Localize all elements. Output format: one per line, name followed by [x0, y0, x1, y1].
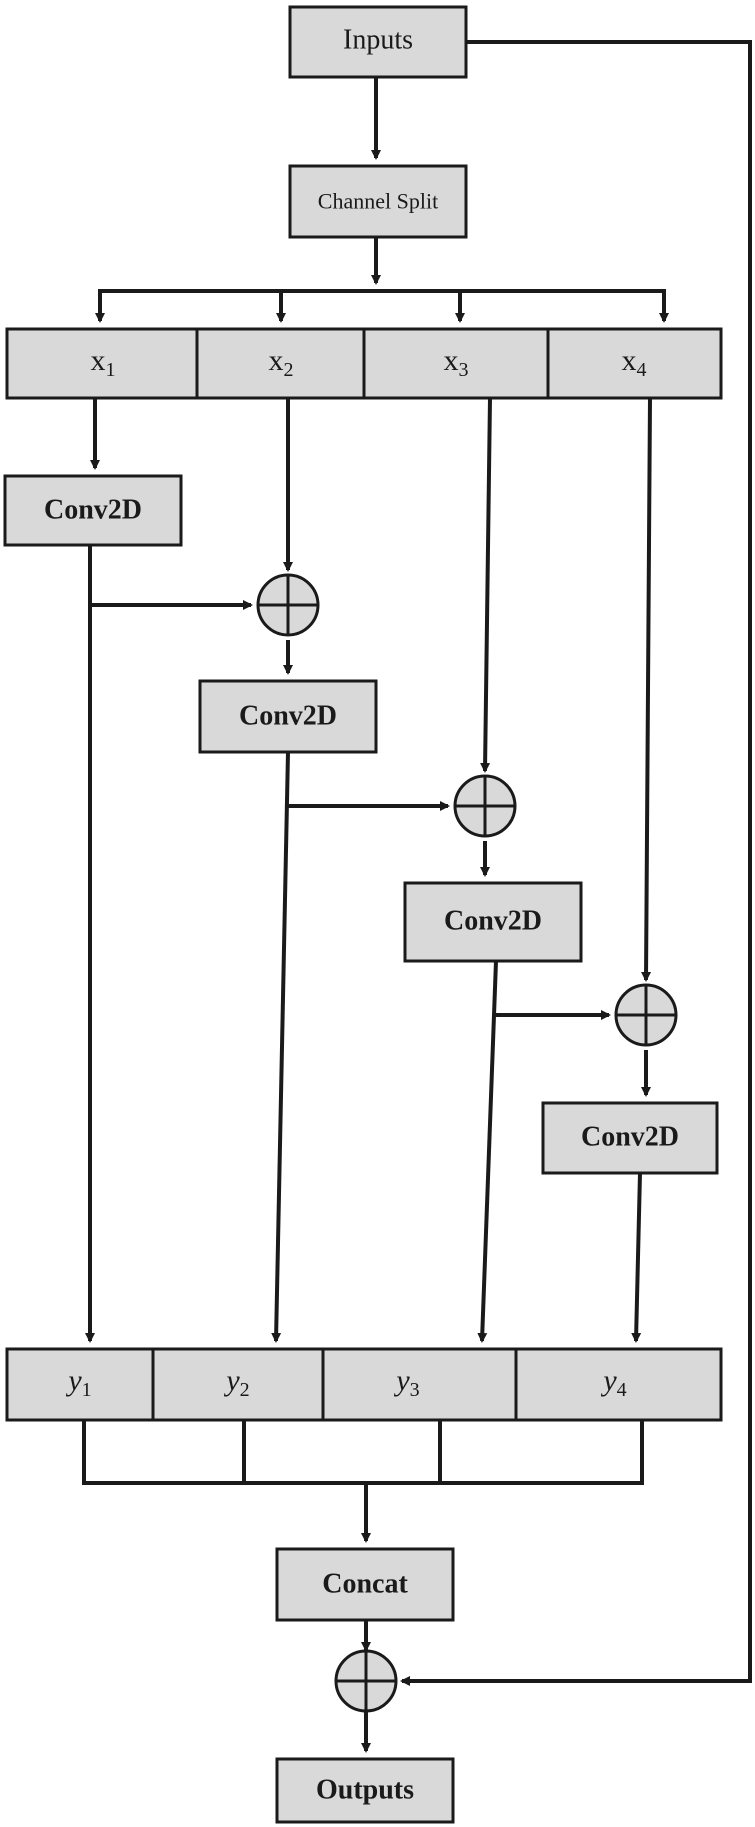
- node-concat: Concat: [275, 1547, 455, 1622]
- x4-cell: [546, 327, 723, 400]
- arrow-conv2-to-y2: [271, 751, 290, 1343]
- add-node-2: [453, 774, 517, 838]
- conv2d-1-label: Conv2D: [44, 495, 142, 526]
- y3-label: y3: [393, 1364, 419, 1402]
- node-conv2d-1: Conv2D: [3, 474, 183, 547]
- node-outputs: Outputs: [275, 1757, 455, 1824]
- node-channel-split: Channel Split: [288, 164, 468, 239]
- x3-cell: [362, 327, 550, 400]
- y1-label: y1: [65, 1364, 91, 1402]
- add-node-1: [256, 573, 320, 637]
- node-conv2d-2: Conv2D: [198, 679, 378, 754]
- arrow-x3-to-add2: [480, 397, 492, 773]
- y2-label: y2: [223, 1364, 249, 1402]
- x2-cell: [195, 327, 366, 400]
- x1-label: x1: [91, 344, 116, 382]
- add-node-final: [334, 1649, 398, 1713]
- y4-cell: [514, 1347, 723, 1422]
- outputs-label: Outputs: [316, 1775, 414, 1806]
- node-conv2d-3: Conv2D: [403, 881, 583, 963]
- y1-cell: [5, 1347, 155, 1422]
- arrow-conv3-to-y3: [477, 960, 498, 1343]
- node-inputs: Inputs: [288, 5, 468, 79]
- arrow-conv4-to-y4: [631, 1172, 642, 1343]
- x2-label: x2: [269, 344, 294, 382]
- conv2d-3-label: Conv2D: [444, 906, 542, 937]
- x3-label: x3: [444, 344, 469, 382]
- y-merge-bracket: [82, 1420, 644, 1485]
- y-splits-row: y1 y2 y3 y4: [5, 1347, 723, 1422]
- node-conv2d-4: Conv2D: [541, 1101, 719, 1175]
- y3-cell: [321, 1347, 518, 1422]
- arrow-x4-to-add3: [641, 397, 652, 982]
- concat-label: Concat: [322, 1569, 408, 1600]
- x1-cell: [5, 327, 199, 400]
- connectors: [82, 40, 752, 1753]
- add-node-3: [614, 983, 678, 1047]
- skip-connection: [400, 40, 752, 1686]
- y2-cell: [151, 1347, 325, 1422]
- x-splits-row: x1 x2 x3 x4: [5, 327, 723, 400]
- channel-split-label: Channel Split: [318, 189, 438, 214]
- y4-label: y4: [600, 1364, 626, 1402]
- inputs-label: Inputs: [343, 25, 413, 56]
- conv2d-2-label: Conv2D: [239, 701, 337, 732]
- x4-label: x4: [622, 344, 647, 382]
- conv2d-4-label: Conv2D: [581, 1122, 679, 1153]
